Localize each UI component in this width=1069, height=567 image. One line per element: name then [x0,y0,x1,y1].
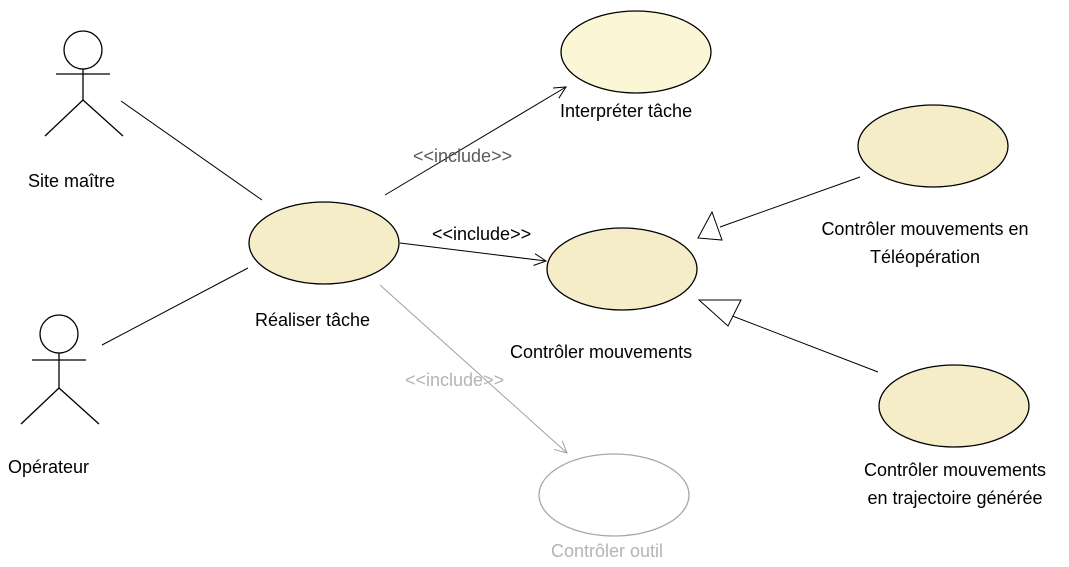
usecase-controler-mouvements[interactable] [546,227,698,311]
usecase-label-controler-mouvements: Contrôler mouvements [510,342,693,362]
include-edge-outil[interactable] [379,284,567,453]
usecase-controler-outil[interactable] [538,453,690,537]
include-label-mouvements: <<include>> [432,224,532,244]
usecase-label-trajectoire-line2: en trajectoire générée [867,488,1043,508]
association-operateur[interactable] [101,267,249,346]
usecase-interpreter-tache[interactable] [560,10,712,94]
include-edge-mouvements[interactable] [399,242,546,261]
usecase-label-interpreter-tache: Interpréter tâche [560,101,693,121]
usecase-label-teleoperation-line2: Téléopération [869,247,981,267]
actor-operateur[interactable] [20,314,100,425]
usecase-label-controler-outil: Contrôler outil [551,541,664,561]
generalization-teleoperation[interactable] [697,176,861,241]
actor-site-maitre[interactable] [44,30,124,137]
usecase-controler-trajectoire[interactable] [878,364,1030,448]
usecase-label-trajectoire-line1: Contrôler mouvements [863,460,1047,480]
actor-label-site-maitre: Site maître [28,171,116,191]
include-label-outil: <<include>> [405,370,505,390]
usecase-label-realiser-tache: Réaliser tâche [255,310,371,330]
usecase-label-teleoperation-line1: Contrôler mouvements en [821,219,1029,239]
include-label-interpreter: <<include>> [413,146,513,166]
usecase-realiser-tache[interactable] [248,201,400,285]
association-site-maitre[interactable] [120,100,263,201]
generalization-trajectoire[interactable] [697,299,879,373]
usecase-controler-teleoperation[interactable] [857,104,1009,188]
actor-label-operateur: Opérateur [8,457,90,477]
include-edge-interpreter[interactable] [384,87,566,196]
